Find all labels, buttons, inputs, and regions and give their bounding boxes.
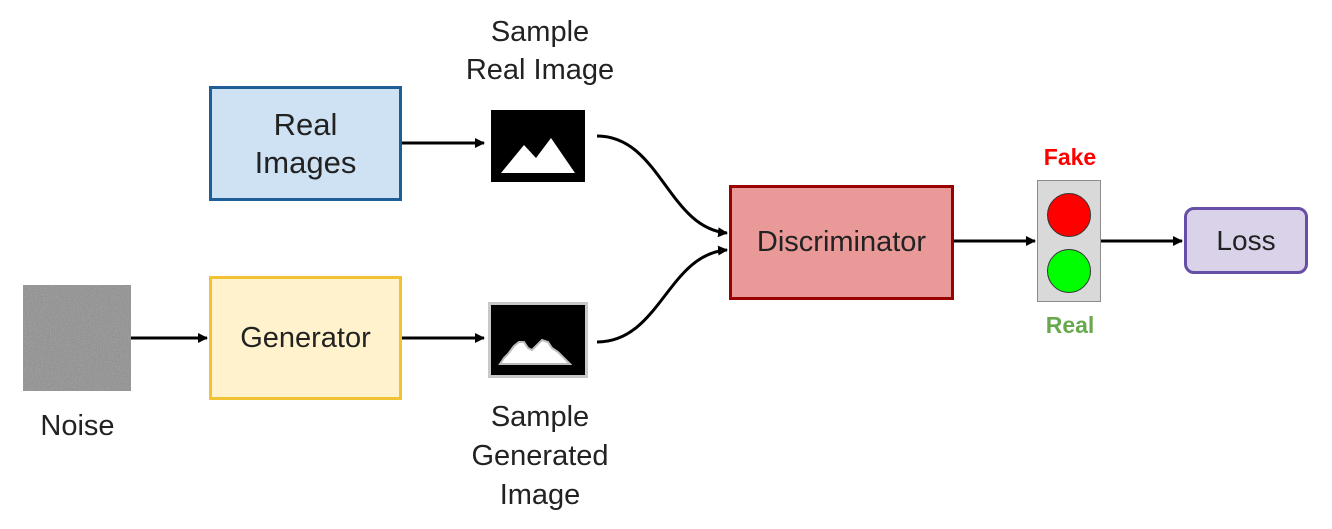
noise-image: [23, 285, 131, 391]
sample-generated-label-line1: Sample: [490, 401, 590, 433]
traffic-light: [1037, 180, 1101, 302]
fake-label: Fake: [1043, 144, 1097, 170]
sample-generated-image-label: Sample Generated Image: [440, 398, 640, 515]
sample-real-label-line1: Sample: [490, 16, 590, 48]
generated-image-icon: [488, 302, 588, 378]
real-image-icon: [491, 110, 585, 182]
generator-label: Generator: [240, 321, 371, 354]
real-images-box: Real Images: [209, 86, 402, 201]
sample-real-label-line2: Real Image: [465, 54, 615, 87]
discriminator-label: Discriminator: [756, 226, 927, 258]
loss-label: Loss: [1216, 224, 1276, 256]
noise-label: Noise: [40, 410, 115, 442]
real-label: Real: [1045, 312, 1095, 338]
red-lamp: [1047, 193, 1091, 237]
arrow-generated-sample-to-discriminator: [596, 245, 728, 344]
sample-real-image-label: Sample Real Image: [440, 13, 640, 90]
loss-box: Loss: [1184, 207, 1308, 274]
discriminator-box: Discriminator: [729, 185, 954, 300]
real-images-label-line1: Real: [273, 106, 338, 142]
real-images-label-line2: Images: [254, 144, 357, 180]
arrow-real-sample-to-discriminator: [596, 134, 728, 238]
green-lamp: [1047, 249, 1091, 293]
sample-generated-label-line2: Generated: [471, 440, 609, 473]
sample-generated-label-line3: Image: [499, 479, 581, 512]
generator-box: Generator: [209, 276, 402, 400]
